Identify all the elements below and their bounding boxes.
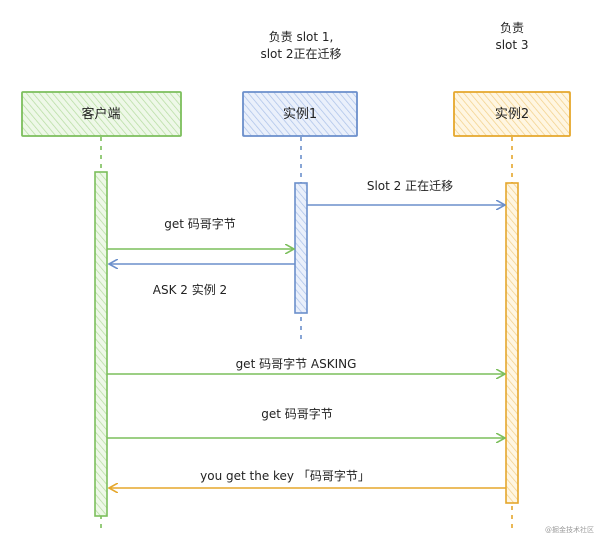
instance1-box [242,91,358,137]
participant-instance2: 负责 slot 3 实例2 [453,21,571,137]
instance1-note-line2: slot 2正在迁移 [260,47,341,61]
instance2-activation [505,182,519,504]
instance2-note-line2: slot 3 [495,38,528,52]
instance1-label: 实例1 [283,107,317,122]
instance1-note-line1: 负责 slot 1, [269,30,334,44]
instance2-label: 实例2 [495,107,529,122]
instance2-note-line1: 负责 [500,21,524,35]
message-label: Slot 2 正在迁移 [367,179,453,193]
client-box [21,91,182,137]
message-key-response: you get the key 「码哥字节」 [110,468,506,488]
instance1-activation [294,182,308,314]
message-ask-redirect: ASK 2 实例 2 [110,264,295,297]
message-get-again: get 码哥字节 [107,406,504,438]
client-activation [94,171,108,517]
client-label: 客户端 [81,106,120,122]
message-label: ASK 2 实例 2 [153,282,227,297]
message-get-request: get 码哥字节 [107,216,293,249]
participant-client: 客户端 [21,91,182,137]
participant-instance1: 负责 slot 1, slot 2正在迁移 实例1 [242,30,358,137]
watermark: @掘金技术社区 [545,525,594,534]
message-slot-migrating: Slot 2 正在迁移 [307,179,504,205]
message-get-asking: get 码哥字节 ASKING [107,356,504,374]
message-label: get 码哥字节 [261,406,333,421]
instance2-box [453,91,571,137]
message-label: get 码哥字节 ASKING [236,356,357,371]
message-label: get 码哥字节 [164,216,236,231]
message-label: you get the key 「码哥字节」 [200,468,370,483]
